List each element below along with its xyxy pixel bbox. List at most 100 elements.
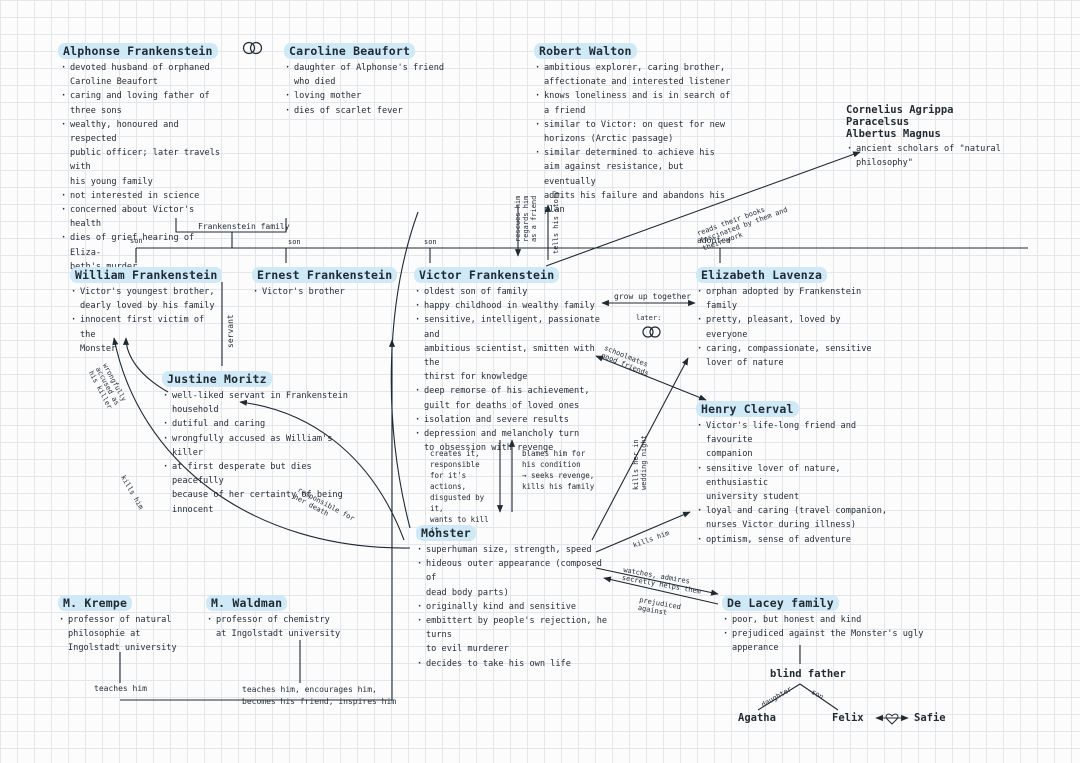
monster-line: hideous outer appearance (composed ofdea… bbox=[416, 557, 616, 600]
clerval-line: Victor's life-long friend and favouritec… bbox=[696, 419, 896, 462]
monster-line: superhuman size, strength, speed bbox=[416, 543, 616, 557]
delacey-safie: Safie bbox=[914, 712, 946, 724]
clerval-line: optimism, sense of adventure bbox=[696, 533, 896, 547]
son-label: son bbox=[130, 237, 143, 245]
son-label: son bbox=[288, 238, 301, 246]
delacey-name: De Lacey family bbox=[722, 595, 839, 611]
caroline-line: loving mother bbox=[284, 89, 464, 103]
node-walton: Robert Walton ambitious explorer, caring… bbox=[534, 40, 734, 217]
delacey-line: prejudiced against the Monster's ugly ap… bbox=[722, 627, 972, 655]
alphonse-line: not interested in science bbox=[60, 189, 228, 203]
node-justine: Justine Moritz well-liked servant in Fra… bbox=[162, 368, 362, 517]
grow-up-label: grow up together bbox=[614, 292, 692, 301]
ernest-line: Victor's brother bbox=[252, 285, 382, 299]
victor-line: sensitive, intelligent, passionate andam… bbox=[414, 313, 614, 384]
scholar-name: Albertus Magnus bbox=[846, 128, 941, 140]
ernest-name: Ernest Frankenstein bbox=[252, 267, 398, 283]
victor-line: oldest son of family bbox=[414, 285, 614, 299]
family-label: Frankenstein family bbox=[198, 222, 290, 231]
adopted-label: adopted bbox=[697, 236, 731, 245]
node-caroline: Caroline Beaufort daughter of Alphonse's… bbox=[284, 40, 464, 118]
teaches-krempe-label: teaches him bbox=[94, 684, 147, 693]
delacey-agatha: Agatha bbox=[738, 712, 776, 724]
heart-icon bbox=[885, 713, 899, 725]
node-alphonse: Alphonse Frankenstein devoted husband of… bbox=[58, 40, 228, 274]
delacey-line: poor, but honest and kind bbox=[722, 613, 972, 627]
monster-name: Monster bbox=[416, 525, 476, 541]
waldman-name: M. Waldman bbox=[206, 595, 288, 611]
alphonse-name: Alphonse Frankenstein bbox=[58, 43, 218, 59]
caroline-line: dies of scarlet fever bbox=[284, 104, 464, 118]
justine-line: well-liked servant in Frankensteinhouseh… bbox=[162, 389, 362, 417]
william-line: Victor's youngest brother,dearly loved b… bbox=[70, 285, 220, 313]
node-monster: Monster superhuman size, strength, speed… bbox=[416, 522, 616, 671]
clerval-name: Henry Clerval bbox=[696, 401, 799, 417]
node-clerval: Henry Clerval Victor's life-long friend … bbox=[696, 398, 896, 547]
delacey-father: blind father bbox=[770, 668, 846, 680]
justine-name: Justine Moritz bbox=[162, 371, 272, 387]
alphonse-line: concerned about Victor's health bbox=[60, 203, 228, 231]
delacey-felix: Felix bbox=[832, 712, 864, 724]
krempe-arrow bbox=[120, 339, 396, 701]
schoolmates-arrow bbox=[595, 355, 707, 401]
walton-line: similar to Victor: on quest for newhoriz… bbox=[534, 118, 734, 146]
agatha-line bbox=[757, 683, 801, 711]
justine-line: wrongfully accused as William's killer bbox=[162, 432, 362, 460]
clerval-line: loyal and caring (travel companion,nurse… bbox=[696, 504, 896, 532]
krempe-name: M. Krempe bbox=[58, 595, 133, 611]
elizabeth-name: Elizabeth Lavenza bbox=[696, 267, 828, 283]
victor-line: deep remorse of his achievement,guilt fo… bbox=[414, 384, 614, 412]
monster-line: embittert by people's rejection, he turn… bbox=[416, 614, 616, 657]
victor-line: isolation and severe results bbox=[414, 413, 614, 427]
alphonse-line: dies of grief hearing of Eliza-beth's mu… bbox=[60, 231, 228, 274]
walton-line: knows loneliness and is in search ofa fr… bbox=[534, 89, 734, 117]
walton-line: ambitious explorer, caring brother,affec… bbox=[534, 61, 734, 89]
later-label: later: bbox=[636, 314, 662, 322]
justine-line: dutiful and caring bbox=[162, 417, 362, 431]
node-scholars: Cornelius Agrippa Paracelsus Albertus Ma… bbox=[846, 104, 1036, 170]
watches-arrow bbox=[595, 567, 719, 596]
marriage-rings bbox=[242, 41, 661, 338]
node-victor: Victor Frankenstein oldest son of family… bbox=[414, 264, 614, 455]
prejudiced-arrow bbox=[603, 576, 719, 605]
justine-line: at first desperate but dies peacefullybe… bbox=[162, 460, 362, 517]
caroline-name: Caroline Beaufort bbox=[284, 43, 416, 59]
teaches-waldman-label: teaches him, encourages him,becomes his … bbox=[242, 685, 397, 706]
tells-story-label: tells his story bbox=[552, 190, 560, 254]
servant-label: servant bbox=[226, 314, 235, 348]
monster-line: decides to take his own life bbox=[416, 657, 616, 671]
node-delacey: De Lacey family poor, but honest and kin… bbox=[722, 592, 972, 656]
node-ernest: Ernest Frankenstein Victor's brother bbox=[252, 264, 398, 299]
walton-name: Robert Walton bbox=[534, 43, 637, 59]
victor-line: happy childhood in wealthy family bbox=[414, 299, 614, 313]
blames-label: blames him for his condition → seeks rev… bbox=[522, 449, 595, 491]
monster-line: originally kind and sensitive bbox=[416, 600, 616, 614]
creates-label: creates it, responsible for it's actions… bbox=[430, 449, 489, 535]
son-label: son bbox=[424, 238, 437, 246]
scholar-name: Cornelius Agrippa bbox=[846, 104, 954, 116]
node-william: William Frankenstein Victor's youngest b… bbox=[70, 264, 223, 356]
kills-elizabeth-arrow bbox=[591, 357, 689, 541]
william-name: William Frankenstein bbox=[70, 267, 223, 283]
scholar-name: Paracelsus bbox=[846, 116, 910, 128]
elizabeth-line: pretty, pleasant, loved by everyone bbox=[696, 313, 876, 341]
node-elizabeth: Elizabeth Lavenza orphan adopted by Fran… bbox=[696, 264, 876, 370]
felix-line bbox=[799, 683, 839, 711]
clerval-line: sensitive lover of nature, enthusiasticu… bbox=[696, 462, 896, 505]
node-krempe: M. Krempe professor of naturalphilosophi… bbox=[58, 592, 198, 656]
